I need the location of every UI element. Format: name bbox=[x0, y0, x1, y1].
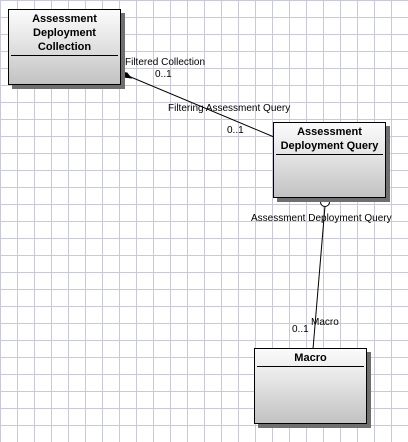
role-filtered-collection: Filtered Collection bbox=[125, 57, 206, 68]
class-name: Assessment Deployment Collection bbox=[32, 13, 97, 53]
class-separator bbox=[11, 55, 118, 56]
class-name: Assessment Deployment Query bbox=[280, 126, 379, 152]
class-assessment-deployment-collection[interactable]: Assessment Deployment Collection bbox=[8, 9, 121, 85]
multiplicity-collection-end: 0..1 bbox=[155, 69, 172, 80]
multiplicity-macro-end: 0..1 bbox=[292, 324, 309, 335]
association-collection-query[interactable] bbox=[125, 74, 275, 138]
class-macro[interactable]: Macro bbox=[254, 348, 367, 424]
class-assessment-deployment-query[interactable]: Assessment Deployment Query bbox=[273, 122, 386, 198]
role-assessment-deployment-query: Assessment Deployment Query bbox=[251, 213, 392, 224]
role-filtering-assessment-query: Filtering Assessment Query bbox=[168, 103, 291, 114]
role-macro: Macro bbox=[311, 317, 339, 328]
composition-diamond-icon bbox=[118, 71, 133, 79]
association-query-macro[interactable] bbox=[312, 205, 326, 350]
interface-circle-icon bbox=[320, 197, 330, 207]
multiplicity-query-end: 0..1 bbox=[227, 125, 244, 136]
class-separator bbox=[257, 366, 364, 367]
class-separator bbox=[276, 154, 383, 155]
class-name: Macro bbox=[294, 352, 327, 364]
